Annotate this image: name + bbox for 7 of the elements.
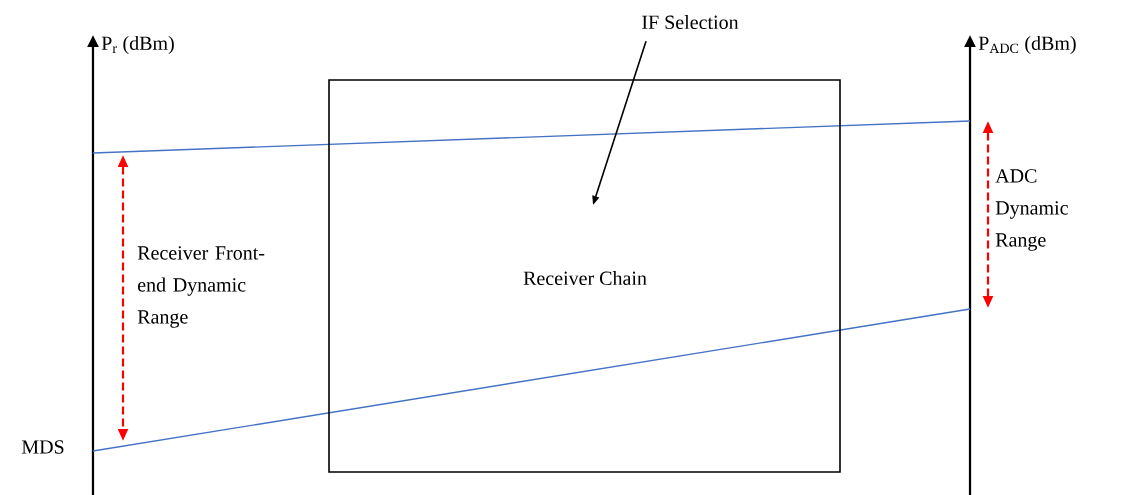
- axis-label: P$_{r}$ (dBm): [101, 35, 174, 55]
- range-label: ADC Dynamic Range: [995, 169, 1068, 251]
- axis-label: MDS: [21, 440, 64, 454]
- callout-text: IF Selection: [642, 14, 739, 30]
- process-box: Receiver Chain: [328, 79, 841, 473]
- axis-label: P$_{ADC}$ (dBm): [978, 35, 1076, 55]
- range-label: Receiver Front-end Dynamic Range: [137, 246, 265, 328]
